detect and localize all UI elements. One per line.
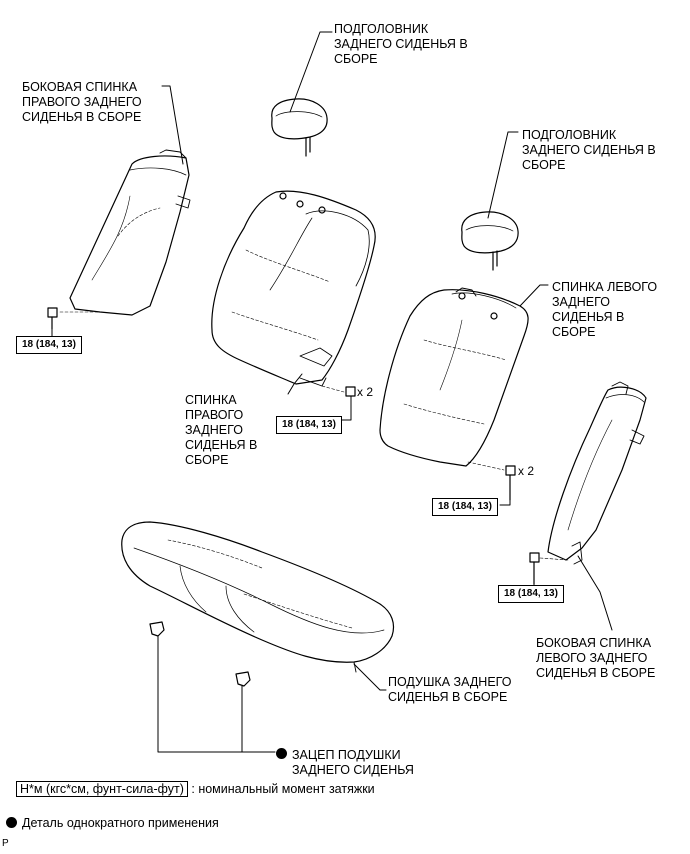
label-cushion: ПОДУШКА ЗАДНЕГО СИДЕНЬЯ В СБОРЕ (388, 675, 512, 704)
cushion-part (121, 521, 395, 673)
single-use-legend-icon (6, 817, 17, 828)
torque-spec-right-seatback: 18 (184, 13) (276, 416, 342, 434)
legend-single-use: Деталь однократного применения (6, 816, 219, 830)
legend-single-use-text: Деталь однократного применения (22, 816, 219, 830)
right-seatback-part (211, 190, 376, 393)
torque-spec-right-side-back: 18 (184, 13) (16, 336, 82, 354)
legend-unit-description: : номинальный момент затяжки (191, 782, 375, 796)
quantity-left-seatback-bolts: x 2 (518, 464, 535, 478)
bolt-left-seatback (505, 465, 516, 501)
label-headrest-top: ПОДГОЛОВНИК ЗАДНЕГО СИДЕНЬЯ В СБОРЕ (334, 22, 468, 66)
label-left-seatback: СПИНКА ЛЕВОГО ЗАДНЕГО СИДЕНЬЯ В СБОРЕ (552, 280, 658, 339)
cushion-hook-part-1 (149, 621, 165, 637)
left-seatback-part (379, 287, 529, 471)
label-cushion-hook: ЗАЦЕП ПОДУШКИ ЗАДНЕГО СИДЕНЬЯ (292, 748, 414, 777)
headrest-right-part (461, 211, 519, 271)
leader-lines (41, 31, 613, 753)
label-headrest-right: ПОДГОЛОВНИК ЗАДНЕГО СИДЕНЬЯ В СБОРЕ (522, 128, 656, 172)
headrest-top-part (271, 98, 328, 157)
left-side-back-part (539, 381, 647, 565)
torque-spec-left-seatback: 18 (184, 13) (432, 498, 498, 516)
bolt-right-seatback (345, 386, 356, 397)
right-side-back-part (59, 149, 191, 316)
torque-spec-left-side-back: 18 (184, 13) (498, 585, 564, 603)
bolt-left-side-back (529, 552, 540, 585)
single-use-marker-icon (276, 748, 287, 759)
cushion-hook-part-2 (235, 671, 251, 687)
bolt-right-side-back (47, 307, 58, 330)
legend-torque-units: Н*м (кгс*см, фунт-сила-фут) : номинальны… (16, 781, 375, 797)
illustration-code: P (2, 838, 9, 849)
quantity-right-seatback-bolts: x 2 (357, 385, 374, 399)
legend-unit-box: Н*м (кгс*см, фунт-сила-фут) (16, 781, 188, 797)
label-right-seatback: СПИНКА ПРАВОГО ЗАДНЕГО СИДЕНЬЯ В СБОРЕ (185, 393, 258, 467)
label-right-side-back: БОКОВАЯ СПИНКА ПРАВОГО ЗАДНЕГО СИДЕНЬЯ В… (22, 80, 142, 124)
label-left-side-back: БОКОВАЯ СПИНКА ЛЕВОГО ЗАДНЕГО СИДЕНЬЯ В … (536, 636, 656, 680)
